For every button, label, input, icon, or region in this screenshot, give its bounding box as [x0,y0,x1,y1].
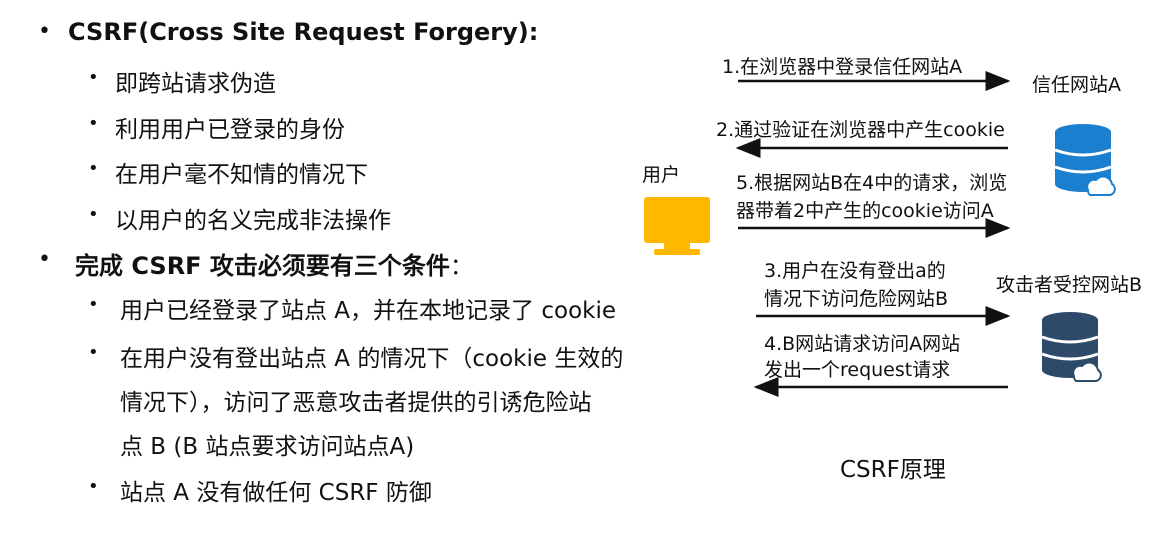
monitor-icon [644,197,710,255]
list-item: 即跨站请求伪造 [115,71,276,97]
heading-csrf: CSRF(Cross Site Request Forgery): [68,18,539,46]
list-item: 在用户毫不知情的情况下 [115,162,368,188]
bullet-marker: • [88,476,99,497]
bullet-marker: • [88,294,99,315]
site-a-label: 信任网站A [1032,74,1121,96]
list-item: 以用户的名义完成非法操作 [115,208,391,234]
bullet-marker: • [88,113,99,134]
list-item-continuation: 点 B (B 站点要求访问站点A) [120,434,415,460]
step5-label-line1: 5.根据网站B在4中的请求，浏览 [736,172,1008,194]
list-item: 在用户没有登出站点 A 的情况下（cookie 生效的 [120,346,624,372]
step4-label-line1: 4.B网站请求访问A网站 [764,333,961,355]
diagram-caption: CSRF原理 [840,457,946,483]
step4-label-line2: 发出一个request请求 [764,359,951,381]
step3-label-line2: 情况下访问危险网站B [764,288,949,310]
bullet-marker: • [88,342,99,363]
bullet-marker: • [88,158,99,179]
list-item-continuation: 情况下），访问了恶意攻击者提供的引诱危险站 [120,390,592,416]
list-item: 利用用户已登录的身份 [115,117,345,143]
bullet-marker: • [88,67,99,88]
heading-conditions: 完成 CSRF 攻击必须要有三个条件： [75,246,473,281]
step5-label-line2: 器带着2中产生的cookie访问A [736,200,994,222]
list-item: 站点 A 没有做任何 CSRF 防御 [120,480,432,506]
heading-conditions-colon: ： [449,254,473,280]
bullet-marker: • [88,204,99,225]
database-icon-site-b [1041,312,1102,382]
user-label: 用户 [642,164,681,186]
site-b-label: 攻击者受控网站B [996,274,1143,296]
bullet-marker: • [38,247,51,272]
bullet-marker: • [38,19,51,44]
step1-label: 1.在浏览器中登录信任网站A [722,56,963,78]
step2-label: 2.通过验证在浏览器中产生cookie [716,119,1005,141]
list-item: 用户已经登录了站点 A，并在本地记录了 cookie [120,298,617,324]
step3-label-line1: 3.用户在没有登出a的 [764,260,946,282]
database-icon-site-a [1054,124,1116,196]
heading-conditions-bold: 完成 CSRF 攻击必须要有三个条件 [75,252,450,280]
